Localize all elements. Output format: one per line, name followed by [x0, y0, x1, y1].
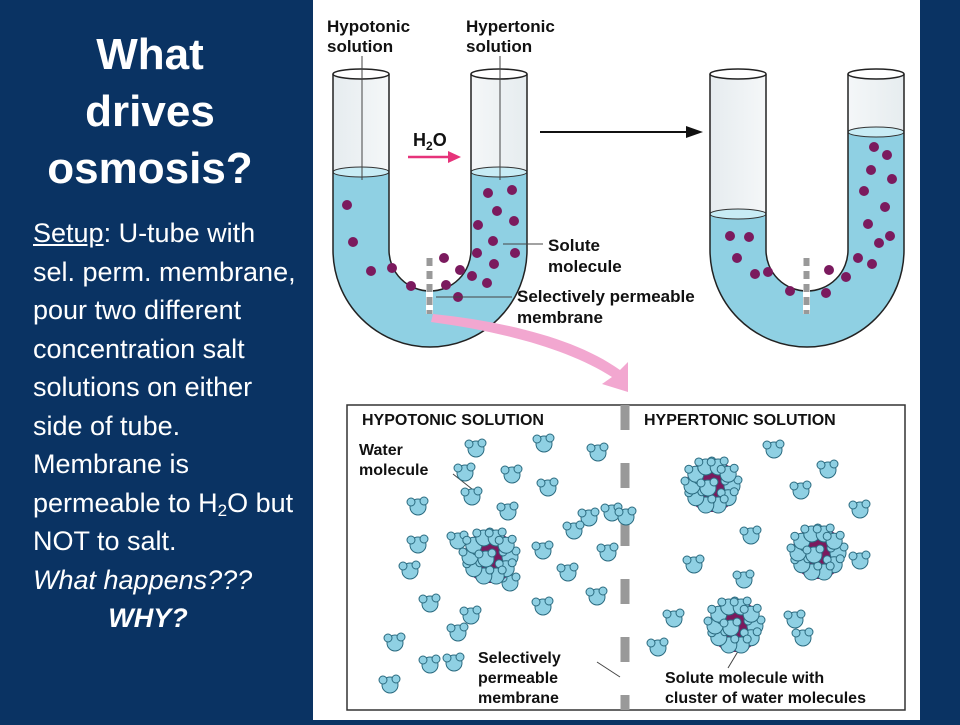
right-margin-bar [920, 0, 960, 720]
zoom-membrane-label: Selectively [478, 650, 561, 667]
water-molecule [662, 608, 685, 628]
water-molecule [464, 438, 487, 458]
water-molecule [614, 506, 637, 526]
water-molecule [459, 605, 482, 625]
water-molecule [646, 637, 669, 657]
water-molecule [732, 569, 755, 589]
slide-title: What drives osmosis? [0, 26, 300, 197]
water-molecule [802, 544, 825, 564]
water-molecule [739, 603, 762, 623]
water-molecule [536, 477, 559, 497]
water-molecule [848, 499, 871, 519]
water-molecule [500, 464, 523, 484]
water-molecule [789, 480, 812, 500]
zoom-right-heading: HYPERTONIC SOLUTION [644, 412, 836, 429]
water-label: Water [359, 442, 403, 459]
water-molecule [418, 593, 441, 613]
zoom-membrane-label-2: permeable [478, 670, 558, 687]
water-molecule [739, 525, 762, 545]
water-molecule [418, 654, 441, 674]
water-molecule [585, 586, 608, 606]
u-tube-final [709, 68, 905, 348]
water-molecule [460, 486, 483, 506]
solute-molecules-initial [342, 185, 520, 302]
water-molecule [378, 674, 401, 694]
water-molecule [406, 534, 429, 554]
hypertonic-label-2: solution [466, 37, 532, 56]
water-molecule [531, 596, 554, 616]
water-molecule [682, 554, 705, 574]
setup-text-end: O but NOT to salt. [33, 487, 294, 557]
water-molecule [762, 439, 785, 459]
water-molecule [596, 542, 619, 562]
zoom-molecules [378, 433, 871, 694]
hypertonic-label: Hypertonic [466, 17, 555, 36]
water-molecule [716, 463, 739, 483]
h2o-subscript: 2 [217, 500, 228, 520]
hypotonic-label: Hypotonic [327, 17, 410, 36]
water-molecule [453, 462, 476, 482]
osmosis-figure: Hypotonic solution Hypertonic solution H… [313, 0, 920, 720]
water-molecule [556, 562, 579, 582]
slide-body: Setup: U-tube with sel. perm. membrane, … [33, 214, 303, 638]
solute-molecules-final [725, 142, 897, 298]
solute-label-2: molecule [548, 257, 622, 276]
water-molecule [586, 442, 609, 462]
water-molecule [822, 530, 845, 550]
water-molecule [696, 477, 719, 497]
membrane-label-2: membrane [517, 308, 603, 327]
zoom-membrane-label-3: membrane [478, 690, 559, 707]
setup-text: : U-tube with sel. perm. membrane, pour … [33, 218, 296, 518]
water-molecule [406, 496, 429, 516]
solute-label: Solute [548, 236, 600, 255]
cluster-label-2: cluster of water molecules [665, 690, 866, 707]
cluster-label: Solute molecule with [665, 670, 824, 687]
water-molecule [719, 617, 742, 637]
water-molecule [531, 540, 554, 560]
title-line: What [96, 30, 204, 79]
water-molecule [496, 501, 519, 521]
water-molecule [494, 534, 517, 554]
title-line: osmosis? [47, 144, 253, 193]
water-molecule [848, 550, 871, 570]
water-molecule [442, 652, 465, 672]
question-text: What happens??? [33, 564, 253, 595]
water-molecule [398, 560, 421, 580]
zoom-panel: HYPOTONIC SOLUTION HYPERTONIC SOLUTION W… [346, 404, 906, 711]
water-molecule [816, 459, 839, 479]
h2o-label: H2O [413, 130, 447, 153]
text-panel: What drives osmosis? Setup: U-tube with … [0, 0, 312, 720]
setup-label: Setup [33, 218, 104, 248]
water-molecule [474, 548, 497, 568]
membrane-label: Selectively permeable [517, 287, 695, 306]
water-molecule [791, 627, 814, 647]
water-molecule [562, 520, 585, 540]
water-molecule [383, 632, 406, 652]
why-text: WHY? [108, 603, 188, 633]
water-molecule [783, 609, 806, 629]
water-label-2: molecule [359, 462, 428, 479]
zoom-left-heading: HYPOTONIC SOLUTION [362, 412, 544, 429]
title-line: drives [85, 87, 215, 136]
hypotonic-label-2: solution [327, 37, 393, 56]
water-molecule [446, 622, 469, 642]
zoom-arrow [431, 314, 628, 392]
water-molecule [532, 433, 555, 453]
water-molecule [577, 507, 600, 527]
